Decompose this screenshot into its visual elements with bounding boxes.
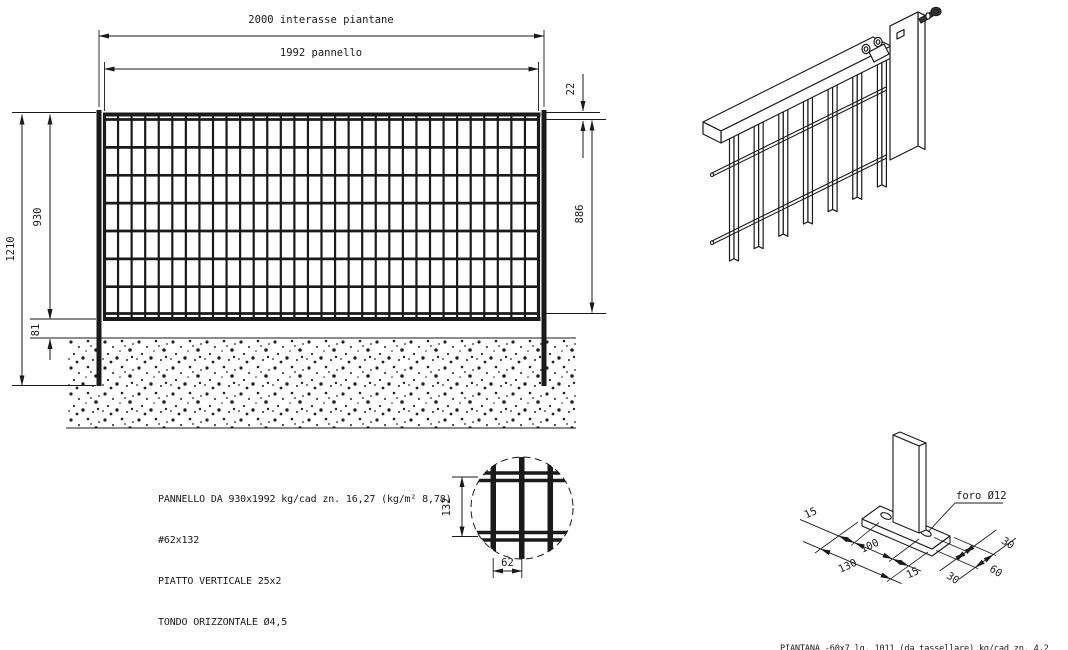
detail-mesh [471, 457, 573, 559]
hole-leader-line [927, 502, 1003, 533]
detail-extension-lines [452, 476, 523, 578]
plate-dim-width-half-a: 30 [999, 535, 1016, 552]
spec-line-piatto: PIATTO VERTICALE 25x2 [158, 575, 282, 587]
plate-hole-label: foro Ø12 [956, 490, 1007, 502]
ground-hatch [66, 338, 576, 428]
left-post [96, 110, 102, 386]
dim-label-panel-height: 930 [32, 208, 44, 227]
dim-label-pannello: 1992 pannello [280, 47, 362, 59]
detail-dim-label-vertical: 132 [441, 498, 453, 517]
panel-spec-block: PANNELLO DA 930x1992 kg/cad zn. 16,27 (k… [158, 466, 469, 650]
iso-round-bars [709, 86, 887, 246]
caption-piantana: PIANTANA -60x7 lg. 1011 (da tassellare) … [780, 644, 1049, 650]
plate-dimension-lines [799, 502, 1017, 585]
plate-dim-plate-width: 60 [987, 563, 1004, 580]
detail-circle [470, 456, 574, 560]
plate-dim-width-half-b: 30 [944, 570, 961, 587]
front-view: 2000 interasse piantane 1992 pannello 12… [5, 14, 606, 429]
iso-top-rail [702, 36, 892, 144]
detail-dim-label-horizontal: 62 [501, 557, 514, 569]
iso-bracket [861, 36, 890, 63]
plate-dim-margin-left: 15 [802, 505, 819, 521]
iso-post-hole [896, 28, 905, 40]
dim-label-top-gap: 22 [565, 83, 577, 96]
plate-post [892, 431, 927, 534]
dim-label-ground-gap: 81 [30, 324, 42, 337]
iso-post [889, 11, 926, 161]
spec-line-panel: PANNELLO DA 930x1992 kg/cad zn. 16,27 (k… [158, 494, 452, 506]
extension-lines [12, 30, 606, 386]
plate-caption-block: PIANTANA -60x7 lg. 1011 (da tassellare) … [780, 604, 1049, 650]
dimension-lines [19, 33, 595, 386]
dim-label-total-height: 1210 [5, 236, 17, 261]
plate-dim-margin-right: 15 [904, 565, 921, 581]
detail-dimension-lines [459, 476, 523, 574]
right-post [541, 110, 547, 386]
spec-line-tondo: TONDO ORIZZONTALE Ø4,5 [158, 616, 288, 628]
iso-bolt [918, 6, 942, 24]
plate-hole-left [880, 512, 892, 520]
mesh-vertical-bars [102, 114, 541, 320]
dim-label-mesh-height: 886 [574, 205, 586, 224]
dim-label-interasse: 2000 interasse piantane [248, 14, 393, 26]
spec-line-mesh: #62x132 [158, 534, 200, 546]
plate-dim-plate-length: 130 [837, 557, 859, 576]
isometric-view [702, 6, 942, 262]
plate-detail-view: 15 100 130 15 30 30 60 foro Ø12 [799, 431, 1017, 587]
